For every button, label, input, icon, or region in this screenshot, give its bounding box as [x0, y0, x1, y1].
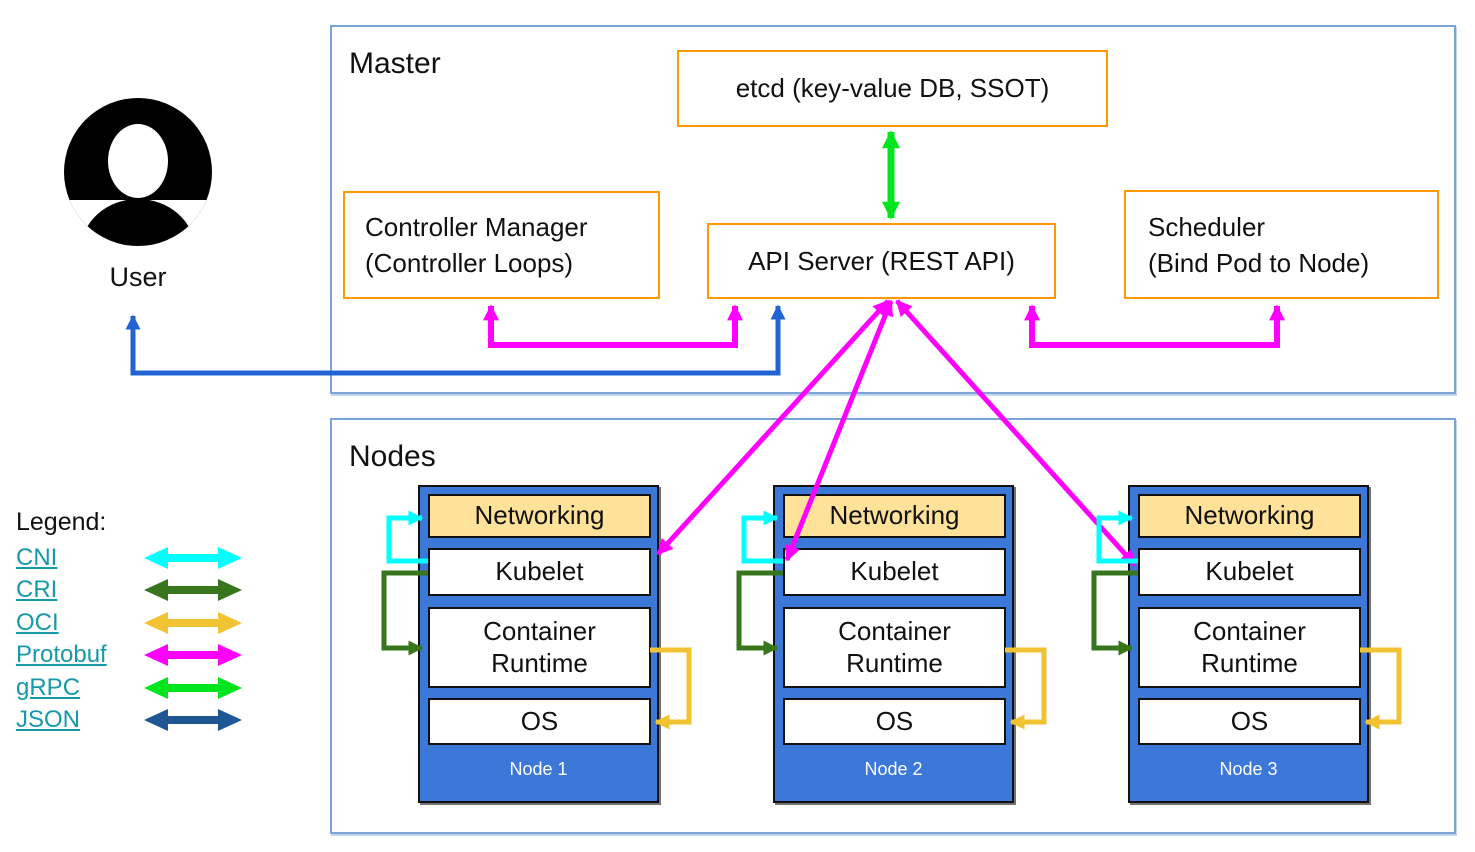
node3-os-layer: OS	[1138, 698, 1361, 745]
node2-os-layer: OS	[783, 698, 1006, 745]
legend-link-protobuf[interactable]: Protobuf	[16, 640, 107, 668]
controller-manager-box: Controller Manager (Controller Loops)	[343, 191, 660, 299]
master-title: Master	[349, 47, 441, 80]
json-arrow-icon	[144, 708, 242, 731]
node2-container-runtime-layer: Container Runtime	[783, 607, 1006, 688]
user-avatar-icon	[64, 98, 212, 246]
api-server-box: API Server (REST API)	[707, 223, 1056, 299]
legend-link-cni[interactable]: CNI	[16, 543, 58, 571]
user-figure: User	[63, 97, 213, 293]
user-label: User	[109, 262, 167, 292]
node3-name: Node 3	[1219, 759, 1278, 779]
legend-row-grpc: gRPC	[16, 671, 243, 704]
legend-link-json[interactable]: JSON	[16, 705, 81, 733]
node1-kubelet-layer: Kubelet	[428, 548, 651, 596]
legend-row-json: JSON	[16, 703, 243, 736]
node-3: Networking Kubelet Container Runtime OS …	[1128, 485, 1369, 803]
node-1: Networking Kubelet Container Runtime OS …	[418, 485, 659, 803]
legend-title: Legend:	[16, 508, 107, 536]
controller-manager-label-line2: (Controller Loops)	[365, 248, 574, 278]
nodes-title: Nodes	[349, 440, 436, 473]
node1-networking-layer: Networking	[428, 494, 651, 538]
node3-kubelet-layer: Kubelet	[1138, 548, 1361, 596]
protobuf-arrow-icon	[144, 643, 242, 666]
legend-link-grpc[interactable]: gRPC	[16, 673, 81, 701]
scheduler-box: Scheduler (Bind Pod to Node)	[1124, 190, 1439, 299]
node1-name: Node 1	[509, 759, 568, 779]
node3-container-runtime-layer: Container Runtime	[1138, 607, 1361, 688]
cri-arrow-icon	[144, 578, 242, 601]
legend-link-cri[interactable]: CRI	[16, 575, 58, 603]
legend-row-cri: CRI	[16, 573, 243, 606]
node1-os-layer: OS	[428, 698, 651, 745]
node2-name: Node 2	[864, 759, 923, 779]
scheduler-label-line1: Scheduler	[1148, 211, 1266, 242]
etcd-box: etcd (key-value DB, SSOT)	[677, 50, 1108, 127]
etcd-label: etcd (key-value DB, SSOT)	[735, 73, 1050, 103]
legend-row-cni: CNI	[16, 541, 243, 574]
cni-arrow-icon	[144, 546, 242, 569]
controller-manager-label-line1: Controller Manager	[365, 212, 588, 242]
legend-row-oci: OCI	[16, 606, 243, 639]
node3-networking-layer: Networking	[1138, 494, 1361, 538]
legend-link-oci[interactable]: OCI	[16, 608, 59, 636]
node2-networking-layer: Networking	[783, 494, 1006, 538]
node-2: Networking Kubelet Container Runtime OS …	[773, 485, 1014, 803]
api-server-label: API Server (REST API)	[748, 245, 1015, 276]
grpc-arrow-icon	[144, 676, 242, 699]
scheduler-label-line2: (Bind Pod to Node)	[1148, 247, 1370, 278]
node1-container-runtime-layer: Container Runtime	[428, 607, 651, 688]
node2-kubelet-layer: Kubelet	[783, 548, 1006, 596]
legend-row-protobuf: Protobuf	[16, 638, 243, 671]
oci-arrow-icon	[144, 611, 242, 634]
